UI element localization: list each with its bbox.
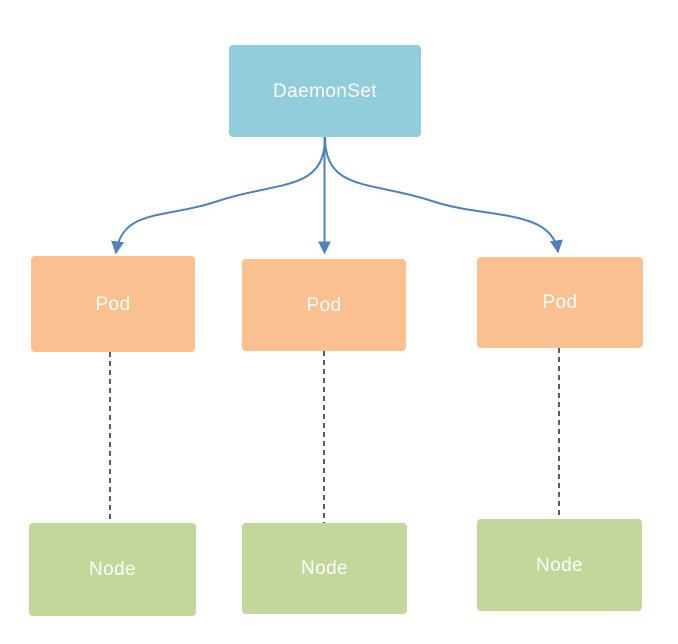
arrow-daemonset-to-pod-left xyxy=(111,136,326,255)
box-node-middle-label: Node xyxy=(300,558,349,579)
box-daemonset: DaemonSet xyxy=(229,45,421,137)
box-pod-right-label: Pod xyxy=(542,292,578,313)
box-node-right-label: Node xyxy=(535,554,584,576)
box-daemonset-label: DaemonSet xyxy=(273,80,377,102)
box-pod-left-label: Pod xyxy=(95,293,131,315)
box-node-left: Node xyxy=(29,523,196,616)
box-pod-left: Pod xyxy=(31,256,195,352)
box-pod-middle: Pod xyxy=(242,259,406,351)
box-node-left-label: Node xyxy=(88,559,137,580)
box-node-middle: Node xyxy=(242,523,407,614)
box-pod-middle-label: Pod xyxy=(306,294,342,316)
box-node-right: Node xyxy=(477,519,642,611)
arrow-daemonset-to-pod-right xyxy=(324,136,563,254)
box-pod-right: Pod xyxy=(477,257,643,348)
